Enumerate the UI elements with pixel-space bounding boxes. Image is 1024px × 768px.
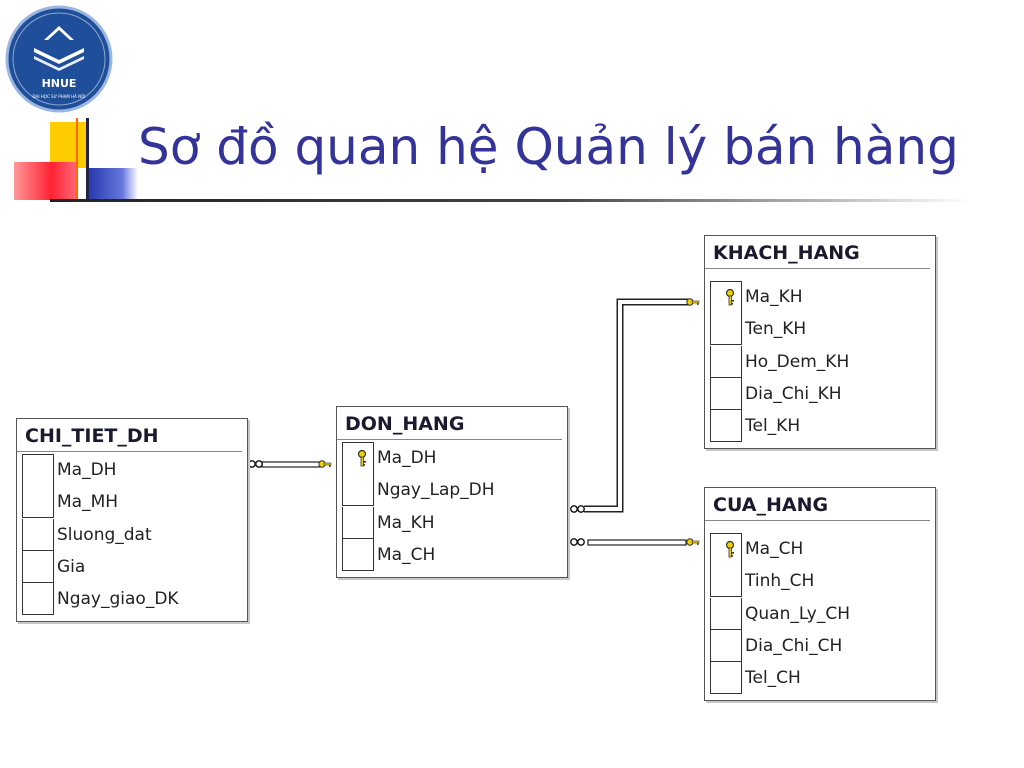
relationship-donhang-khachhang bbox=[570, 298, 700, 513]
table-title: CUA_HANG bbox=[705, 488, 930, 521]
column-row[interactable]: Ma_MH bbox=[17, 486, 247, 519]
column-row[interactable]: Ngay_giao_DK bbox=[17, 583, 247, 616]
column-name: Ma_DH bbox=[377, 448, 437, 468]
column-row[interactable]: Ho_Dem_KH bbox=[705, 345, 935, 378]
table-khach-hang[interactable]: KHACH_HANG Ma_KH Ten_KH Ho_Dem_KH Dia_Ch… bbox=[704, 235, 936, 450]
relationship-chitiet-donhang bbox=[248, 460, 332, 468]
column-name: Ngay_Lap_DH bbox=[377, 480, 495, 501]
relationship-donhang-cuahang bbox=[570, 538, 700, 546]
column-row[interactable]: Dia_Chi_KH bbox=[705, 377, 935, 410]
column-row[interactable]: Dia_Chi_CH bbox=[705, 629, 935, 662]
column-name: Dia_Chi_CH bbox=[745, 635, 843, 656]
primary-key-icon bbox=[725, 540, 735, 558]
table-chi-tiet-dh[interactable]: CHI_TIET_DH Ma_DH Ma_MH Sluong_dat Gia N… bbox=[16, 418, 248, 623]
column-name: Gia bbox=[57, 556, 86, 577]
column-row[interactable]: Tel_CH bbox=[705, 662, 935, 695]
column-row[interactable]: Ma_DH bbox=[17, 454, 247, 487]
column-name: Tel_KH bbox=[745, 416, 801, 437]
table-cua-hang[interactable]: CUA_HANG Ma_CH Tinh_CH Quan_Ly_CH Dia_Ch… bbox=[704, 487, 936, 702]
column-row[interactable]: Ngay_Lap_DH bbox=[337, 474, 567, 507]
table-don-hang[interactable]: DON_HANG Ma_DH Ngay_Lap_DH Ma_KH Ma_CH bbox=[336, 406, 568, 579]
table-title: DON_HANG bbox=[337, 407, 562, 440]
column-row[interactable]: Tel_KH bbox=[705, 410, 935, 443]
column-row[interactable]: Sluong_dat bbox=[17, 518, 247, 551]
column-name: Ma_MH bbox=[57, 492, 119, 513]
column-name: Tel_CH bbox=[745, 668, 801, 689]
column-name: Ma_CH bbox=[745, 539, 804, 559]
column-row[interactable]: Ma_CH bbox=[337, 538, 567, 571]
column-name: Tinh_CH bbox=[745, 571, 815, 592]
column-row[interactable]: Ma_CH bbox=[705, 533, 935, 566]
column-name: Ma_KH bbox=[377, 512, 435, 533]
column-name: Sluong_dat bbox=[57, 524, 152, 545]
column-row[interactable]: Gia bbox=[17, 550, 247, 583]
column-row[interactable]: Ma_DH bbox=[337, 442, 567, 475]
page-title: Sơ đồ quan hệ Quản lý bán hàng bbox=[138, 118, 959, 176]
primary-key-icon bbox=[725, 288, 735, 306]
column-row[interactable]: Tinh_CH bbox=[705, 565, 935, 598]
primary-key-icon bbox=[357, 449, 367, 467]
table-title: KHACH_HANG bbox=[705, 236, 930, 269]
column-name: Dia_Chi_KH bbox=[745, 383, 842, 404]
logo-subtext: ĐẠI HỌC SƯ PHẠM HÀ NỘI bbox=[33, 94, 86, 99]
logo-text: HNUE bbox=[42, 77, 77, 90]
column-name: Ngay_giao_DK bbox=[57, 589, 179, 610]
column-row[interactable]: Ma_KH bbox=[705, 281, 935, 314]
column-row[interactable]: Ma_KH bbox=[337, 506, 567, 539]
column-name: Quan_Ly_CH bbox=[745, 603, 850, 624]
title-decoration bbox=[14, 118, 138, 200]
column-name: Ma_DH bbox=[57, 460, 117, 480]
table-title: CHI_TIET_DH bbox=[17, 419, 242, 452]
column-name: Ho_Dem_KH bbox=[745, 351, 850, 372]
column-name: Ma_KH bbox=[745, 287, 803, 307]
column-name: Ten_KH bbox=[745, 319, 807, 340]
column-row[interactable]: Ten_KH bbox=[705, 313, 935, 346]
column-row[interactable]: Quan_Ly_CH bbox=[705, 597, 935, 630]
title-underline bbox=[50, 199, 970, 202]
hnue-logo: HNUE ĐẠI HỌC SƯ PHẠM HÀ NỘI bbox=[5, 5, 113, 113]
column-name: Ma_CH bbox=[377, 544, 436, 565]
